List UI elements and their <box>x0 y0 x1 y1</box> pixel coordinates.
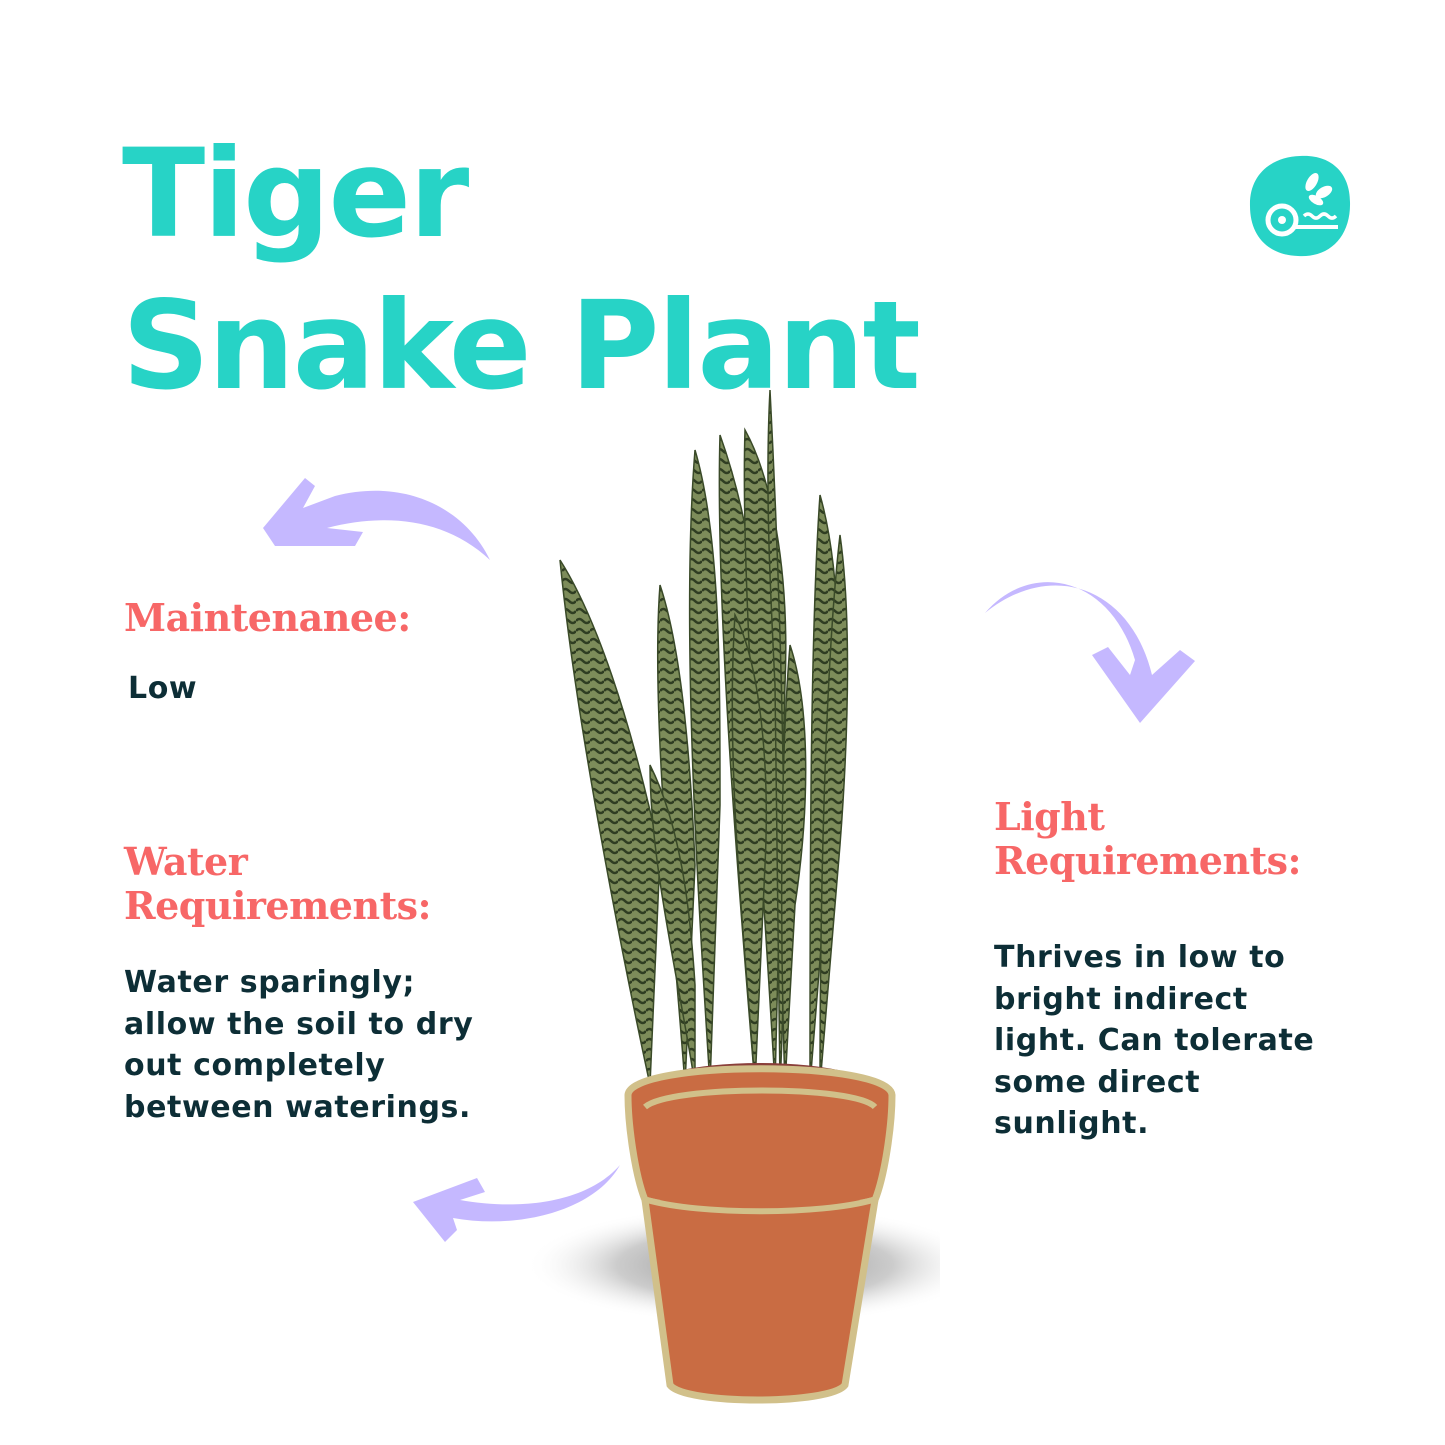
title-line-1: Tiger <box>122 123 469 265</box>
arrow-to-light-icon <box>985 582 1195 723</box>
title-line-2: Snake Plant <box>122 275 921 417</box>
arrow-to-water-icon <box>413 1165 620 1242</box>
brand-logo-icon <box>1249 155 1351 257</box>
arrow-to-maintenance-icon <box>263 478 490 560</box>
light-heading-line-2: Requirements: <box>994 838 1302 883</box>
water-heading-line-2: Requirements: <box>124 883 432 928</box>
page-title: Tiger Snake Plant <box>122 118 921 422</box>
water-heading-line-1: Water <box>124 839 248 884</box>
light-heading: Light Requirements: <box>994 794 1302 883</box>
light-heading-line-1: Light <box>994 794 1105 839</box>
light-description: Thrives in low to bright indirect light.… <box>994 940 1315 1141</box>
water-description: Water sparingly; allow the soil to dry o… <box>124 965 474 1125</box>
maintenance-heading: Maintenanee: <box>124 595 411 640</box>
water-heading: Water Requirements: <box>124 839 432 928</box>
maintenance-value: Low <box>128 671 198 706</box>
snake-plant-image <box>525 389 940 1404</box>
